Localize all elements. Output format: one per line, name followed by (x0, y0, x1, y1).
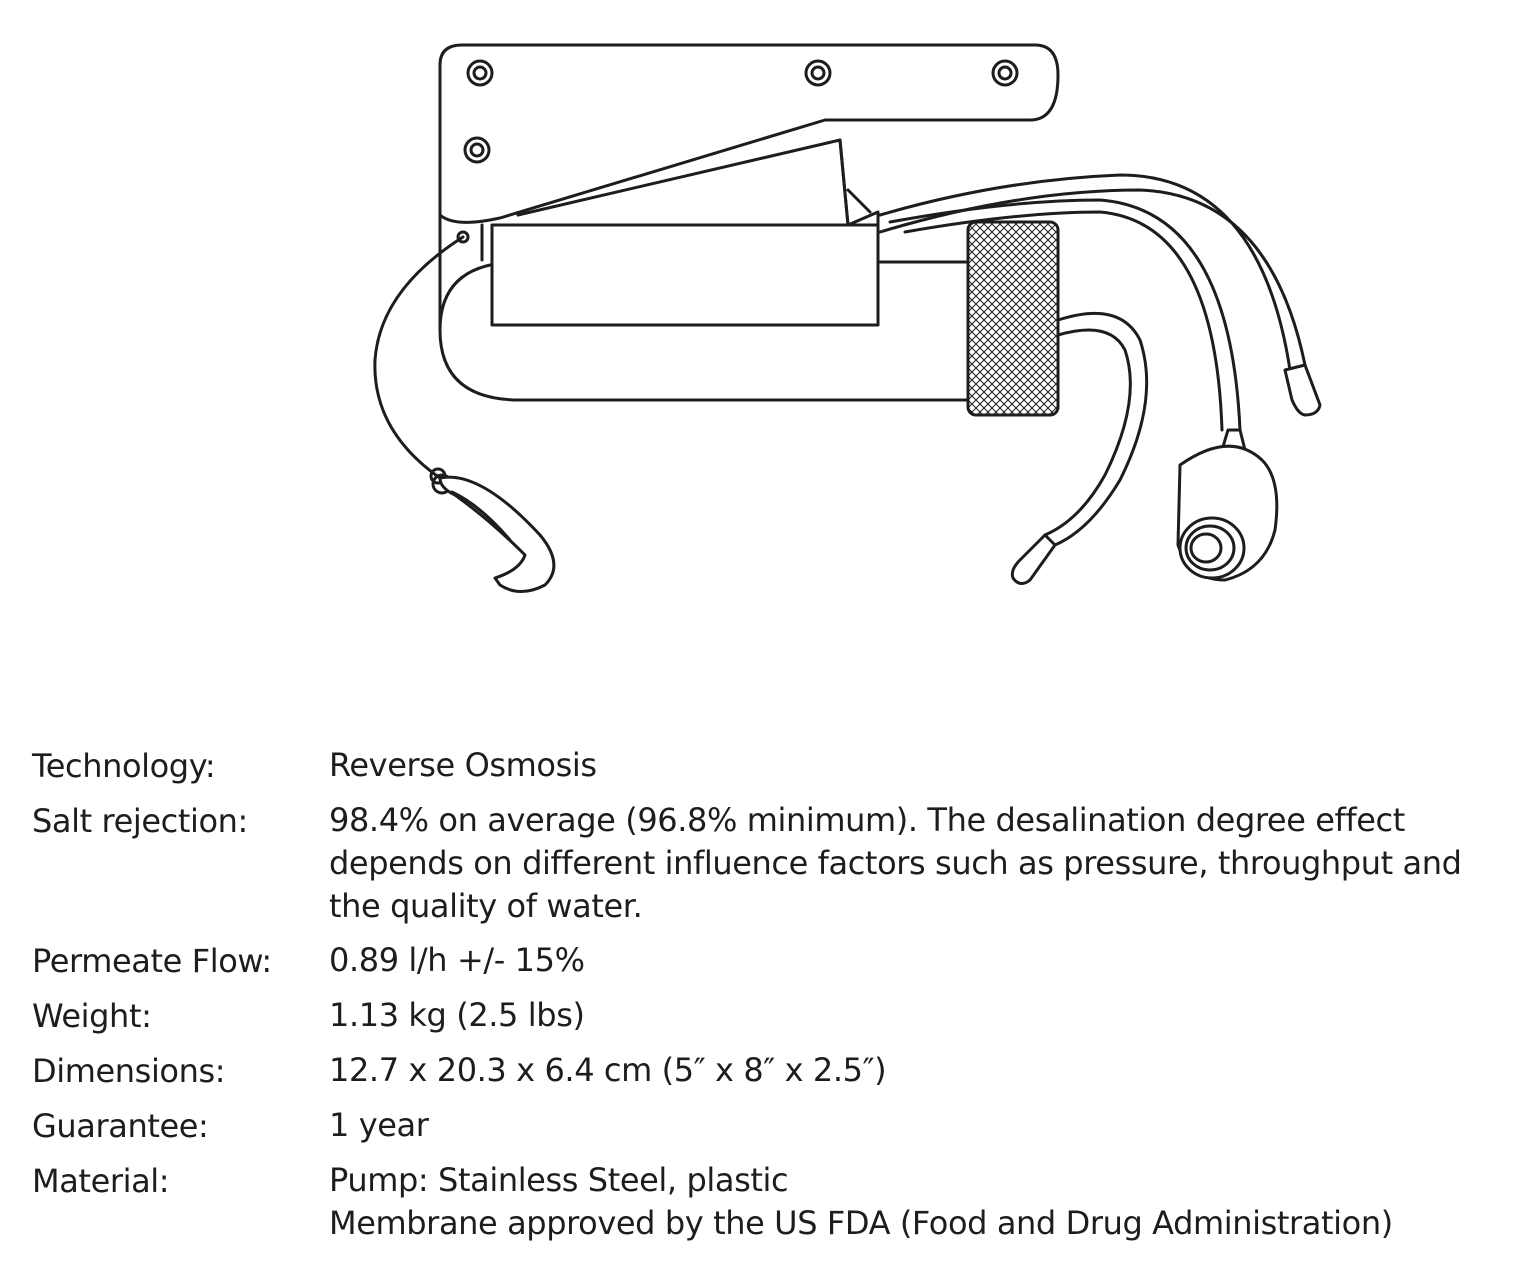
spec-value-line: Membrane approved by the US FDA (Food an… (329, 1204, 1393, 1242)
desalinator-pump-illustration (373, 43, 1322, 593)
spec-row-guarantee: Guarantee: 1 year (32, 1104, 1502, 1148)
spec-label: Salt rejection: (32, 802, 248, 840)
spec-value: 98.4% on average (96.8% minimum). The de… (329, 799, 1502, 928)
spec-value-line: 98.4% on average (96.8% minimum). The de… (329, 801, 1405, 839)
spec-row-technology: Technology: Reverse Osmosis (32, 744, 1502, 788)
spec-label: Dimensions: (32, 1052, 226, 1090)
spec-value-line: Pump: Stainless Steel, plastic (329, 1161, 789, 1199)
spec-label: Material: (32, 1162, 170, 1200)
spec-value: Pump: Stainless Steel, plastic Membrane … (329, 1159, 1502, 1245)
spec-value-line: 12.7 x 20.3 x 6.4 cm (5″ x 8″ x 2.5″) (329, 1051, 887, 1089)
spec-label: Guarantee: (32, 1107, 209, 1145)
spec-value: 12.7 x 20.3 x 6.4 cm (5″ x 8″ x 2.5″) (329, 1049, 1502, 1092)
specifications-list: Technology: Reverse Osmosis Salt rejecti… (32, 744, 1502, 1245)
spec-value-line: 0.89 l/h +/- 15% (329, 941, 585, 979)
spec-row-material: Material: Pump: Stainless Steel, plastic… (32, 1159, 1502, 1245)
spec-value-line: the quality of water. (329, 887, 643, 925)
spec-row-weight: Weight: 1.13 kg (2.5 lbs) (32, 994, 1502, 1038)
spec-label: Technology: (32, 747, 216, 785)
spec-label: Weight: (32, 997, 152, 1035)
spec-row-dimensions: Dimensions: 12.7 x 20.3 x 6.4 cm (5″ x 8… (32, 1049, 1502, 1093)
spec-row-permeate-flow: Permeate Flow: 0.89 l/h +/- 15% (32, 939, 1502, 983)
spec-value-line: depends on different influence factors s… (329, 844, 1462, 882)
spec-value: Reverse Osmosis (329, 744, 1502, 787)
spec-value: 1.13 kg (2.5 lbs) (329, 994, 1502, 1037)
spec-value: 1 year (329, 1104, 1502, 1147)
spec-value-line: 1 year (329, 1106, 429, 1144)
spec-label: Permeate Flow: (32, 942, 272, 980)
spec-value-line: 1.13 kg (2.5 lbs) (329, 996, 585, 1034)
spec-value: 0.89 l/h +/- 15% (329, 939, 1502, 982)
spec-value-line: Reverse Osmosis (329, 746, 597, 784)
spec-row-salt-rejection: Salt rejection: 98.4% on average (96.8% … (32, 799, 1502, 928)
